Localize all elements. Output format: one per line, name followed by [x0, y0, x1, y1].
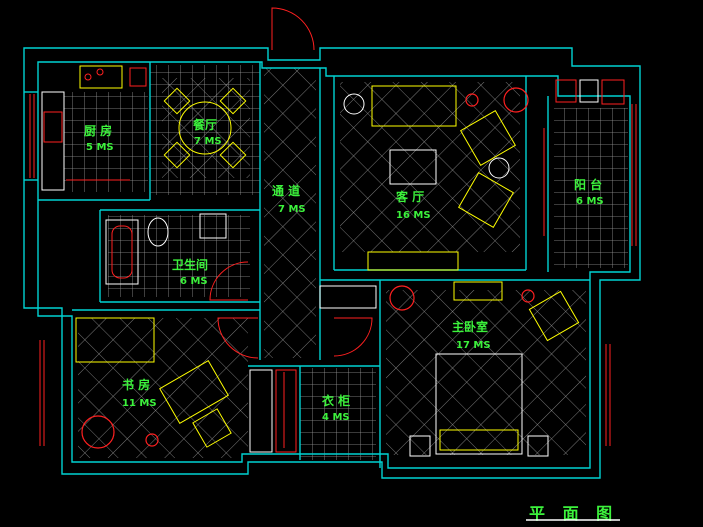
doors — [66, 7, 373, 448]
corridor-area: 7 MS — [278, 204, 306, 215]
wash-basin — [199, 213, 227, 239]
office-chair — [192, 408, 232, 448]
wardrobe-rack — [249, 369, 273, 453]
master-door — [333, 317, 373, 357]
walls — [23, 47, 641, 479]
nightstand — [409, 435, 431, 457]
balcony-label: 阳 台 — [574, 178, 603, 192]
dining-table — [178, 101, 232, 155]
furniture — [41, 65, 625, 457]
dining-label: 餐厅 — [193, 118, 218, 132]
dining-floor-inner — [162, 78, 250, 178]
stove — [79, 65, 123, 89]
plant — [81, 415, 115, 449]
nightstand — [527, 435, 549, 457]
master-label: 主卧室 — [452, 320, 489, 334]
bathroom-door — [209, 261, 249, 301]
study-label: 书 房 — [122, 378, 151, 392]
plant — [145, 433, 159, 447]
sofa — [371, 85, 457, 127]
armchair — [457, 171, 515, 229]
floor-hatching — [64, 65, 628, 460]
living-area: 16 MS — [396, 210, 431, 221]
desk — [159, 359, 229, 425]
master-floor — [386, 290, 586, 455]
dining-chair — [163, 141, 191, 169]
dining-chair — [219, 87, 247, 115]
bed-pillows — [439, 429, 519, 451]
plant — [503, 87, 529, 113]
stove-burner — [84, 73, 92, 81]
outer-wall — [23, 47, 641, 479]
balcony-floor — [554, 108, 628, 268]
bathtub-inner — [111, 225, 133, 279]
shelf — [319, 285, 377, 309]
side-table — [343, 93, 365, 115]
bathroom-floor — [108, 215, 250, 297]
living-label: 客 厅 — [396, 190, 425, 204]
plants — [81, 87, 535, 449]
balcony-area: 6 MS — [576, 196, 604, 207]
living-floor — [340, 82, 520, 252]
tv-cabinet — [367, 251, 459, 271]
plan-title: 平 面 图 — [529, 504, 619, 523]
balcony-cabinet — [601, 79, 625, 105]
side-table — [488, 157, 510, 179]
study-door — [217, 317, 259, 359]
windows — [29, 94, 637, 446]
balcony-sink — [579, 79, 599, 103]
stove-burner — [96, 68, 104, 76]
wardrobe-rack — [275, 369, 297, 453]
wardrobe-label: 衣 柜 — [322, 394, 351, 408]
plant — [521, 289, 535, 303]
wardrobe-area: 4 MS — [322, 412, 350, 423]
entry-door — [271, 7, 315, 51]
plant — [389, 285, 415, 311]
study-floor — [78, 318, 248, 458]
washer — [555, 79, 577, 103]
master-area: 17 MS — [456, 340, 491, 351]
cabinet — [129, 67, 147, 87]
kitchen-area: 5 MS — [86, 142, 114, 153]
bathtub — [105, 219, 139, 285]
kitchen-floor — [64, 92, 148, 192]
armchair — [459, 109, 517, 167]
dresser — [453, 281, 503, 301]
bookshelf — [75, 317, 155, 363]
lounge-chair — [528, 290, 580, 342]
kitchen-sink — [43, 111, 63, 143]
bathroom-label: 卫生间 — [172, 258, 209, 272]
double-bed — [435, 353, 523, 455]
kitchen-label: 厨 房 — [84, 124, 113, 138]
toilet — [147, 217, 169, 247]
study-area: 11 MS — [122, 398, 157, 409]
corridor-floor — [264, 68, 316, 358]
plant — [465, 93, 479, 107]
inner-wall — [37, 61, 631, 469]
dining-chair — [219, 141, 247, 169]
bathroom-area: 6 MS — [180, 276, 208, 287]
coffee-table — [389, 149, 437, 185]
wardrobe-floor — [300, 368, 376, 460]
corridor-label: 通 道 — [272, 184, 301, 198]
dining-chair — [163, 87, 191, 115]
kitchen-counter — [41, 91, 65, 191]
dining-area: 7 MS — [194, 136, 222, 147]
